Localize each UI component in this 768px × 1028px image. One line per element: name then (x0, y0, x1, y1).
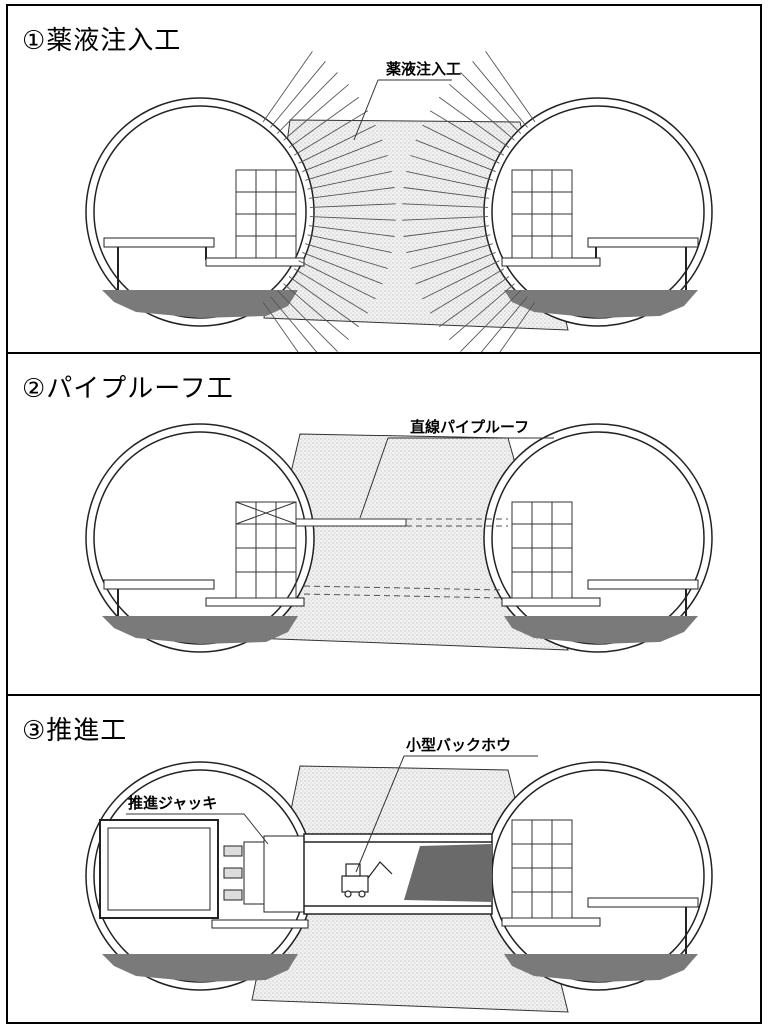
panel-jacking: ③推進工 小型バックホウ 推進ジャッキ (8, 696, 760, 1022)
callout-straight-pipe-roof: 直線パイプルーフ (410, 418, 530, 436)
panel-pipe-roof: ②パイプルーフ工 直線パイプルーフ (8, 354, 760, 696)
diagram-frame: ①薬液注入工 薬液注入工 (6, 4, 762, 1024)
callout-chemical-injection: 薬液注入工 (386, 60, 462, 78)
panel-title: ①薬液注入工 (22, 26, 182, 56)
callout-jacking: 推進ジャッキ (128, 794, 218, 812)
panel-title: ②パイプルーフ工 (22, 374, 234, 404)
chemical-injection-drawing (85, 51, 713, 352)
panel-title: ③推進工 (22, 716, 128, 746)
jacking-drawing (85, 755, 713, 1013)
pipe-roof-drawing (85, 423, 713, 653)
panel-chemical-injection: ①薬液注入工 薬液注入工 (8, 6, 760, 354)
callout-mini-backhoe: 小型バックホウ (406, 736, 512, 754)
